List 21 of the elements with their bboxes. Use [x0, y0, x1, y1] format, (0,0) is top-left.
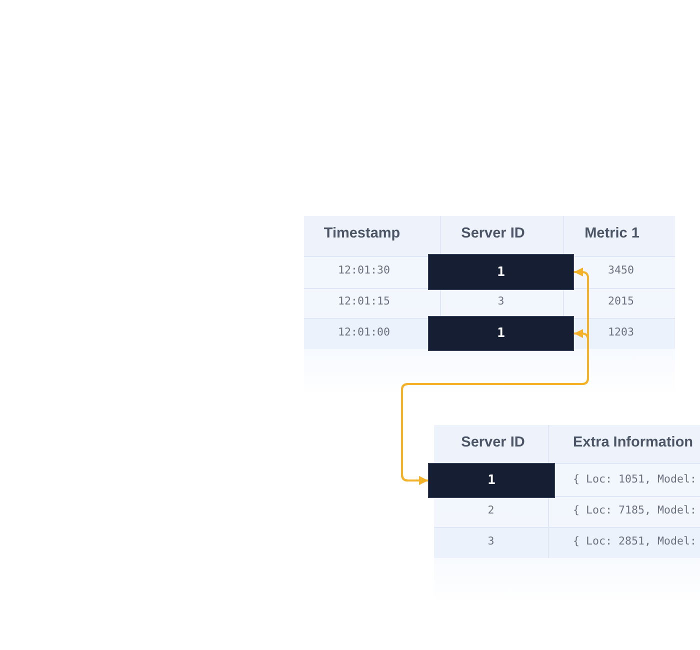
column-header: Extra Information: [573, 434, 694, 452]
column-header: Server ID: [461, 434, 525, 452]
metric-value: 3450: [608, 264, 634, 278]
highlighted-server-id: 1: [428, 254, 574, 290]
timestamp-value: 12:01:15: [338, 296, 390, 308]
connector-arrow: [401, 329, 589, 485]
highlighted-server-id: 1: [428, 316, 574, 351]
extra-information-value: { Loc: 2851, Model:: [573, 536, 697, 548]
server-id-value: 2: [488, 504, 494, 518]
timestamp-value: 12:01:30: [338, 264, 390, 278]
extra-information-value: { Loc: 7185, Model:: [573, 504, 697, 518]
metric-value: 2015: [608, 296, 634, 308]
column-header: Timestamp: [324, 225, 400, 243]
metric-value: 1203: [608, 326, 634, 340]
server-id-value: 3: [488, 536, 494, 548]
timestamp-value: 12:01:00: [338, 326, 390, 340]
column-header: Metric 1: [584, 225, 640, 243]
server-id-value: 3: [498, 296, 504, 308]
highlighted-server-id: 1: [428, 463, 555, 498]
extra-information-value: { Loc: 1051, Model:: [573, 474, 697, 486]
column-header: Server ID: [461, 225, 525, 243]
